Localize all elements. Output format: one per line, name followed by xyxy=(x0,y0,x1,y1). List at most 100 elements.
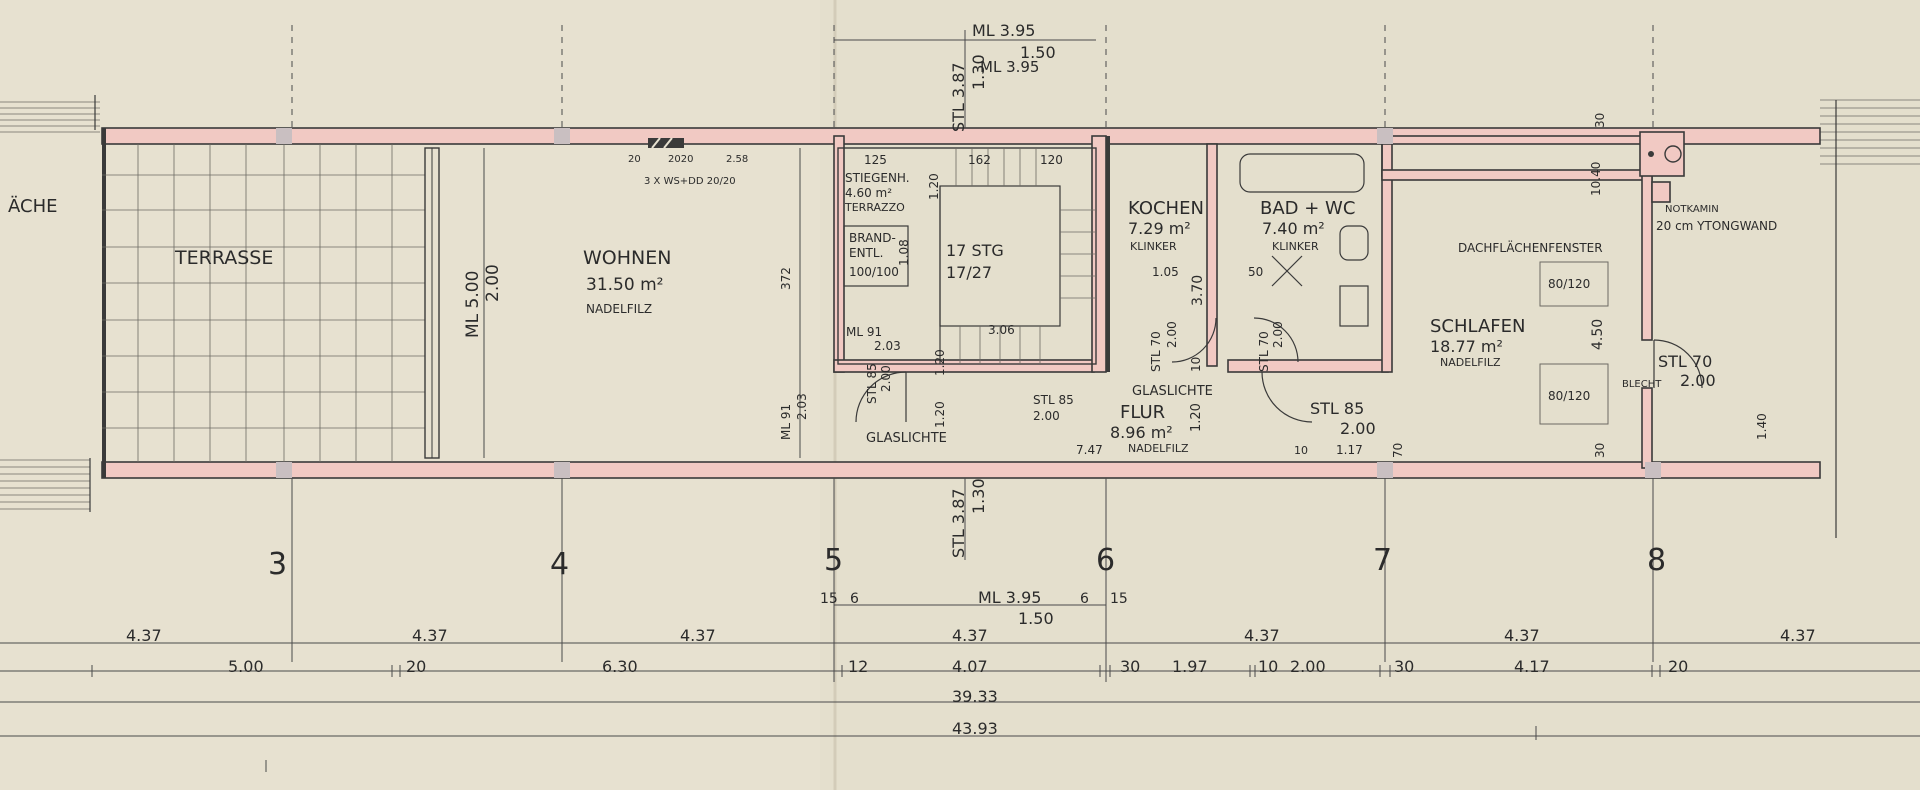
stl387-top-sub: 1.30 xyxy=(969,54,988,90)
blecht-label: BLECHT xyxy=(1622,379,1662,390)
ml500: ML 5.00 xyxy=(463,271,483,338)
dim-258: 2.58 xyxy=(726,154,748,165)
ml91-b-sub: 2.03 xyxy=(795,393,809,420)
room-schlafen-area: 18.77 m² xyxy=(1430,337,1503,356)
exterior-steps-right xyxy=(1820,99,1920,538)
room-bad-label: BAD + WC xyxy=(1260,198,1355,219)
row1-3: 4.37 xyxy=(952,626,988,645)
dachfenster-label: DACHFLÄCHENFENSTER xyxy=(1458,240,1603,255)
room-schlafen-label: SCHLAFEN xyxy=(1430,316,1525,337)
dim-120b: 1.20 xyxy=(927,173,941,200)
ml-bottom-sub: 1.50 xyxy=(1018,609,1054,628)
stl85-b-sub: 2.00 xyxy=(879,365,893,392)
room-schlafen-floor: NADELFILZ xyxy=(1440,356,1501,369)
dim-30b: 30 xyxy=(1593,443,1607,458)
dim-108: 1.08 xyxy=(897,239,911,266)
row1-2: 4.37 xyxy=(680,626,716,645)
row2-8: 2.00 xyxy=(1290,657,1326,676)
axis-5: 5 xyxy=(824,543,843,578)
stl387-top: STL 3.87 xyxy=(949,62,968,132)
axis-lines xyxy=(291,25,1654,682)
window-1-size: 80/120 xyxy=(1548,277,1590,291)
ytongwand-label: 20 cm YTONGWAND xyxy=(1656,219,1777,233)
dim-105: 1.05 xyxy=(1152,265,1179,279)
room-bad-floor: KLINKER xyxy=(1272,240,1319,253)
row2-2: 6.30 xyxy=(602,657,638,676)
window-2-size: 80/120 xyxy=(1548,389,1590,403)
stl70-a: STL 70 xyxy=(1658,352,1712,371)
row1-1: 4.37 xyxy=(412,626,448,645)
dim-10b: 10 xyxy=(1189,357,1203,372)
column-markers xyxy=(276,128,1661,478)
door-swings xyxy=(855,317,1703,423)
dimension-lines xyxy=(0,30,1920,737)
dim-20a: 20 xyxy=(628,154,641,165)
stair-ratio: 17/27 xyxy=(946,263,992,282)
row2-10: 4.17 xyxy=(1514,657,1550,676)
row2-5: 30 xyxy=(1120,657,1140,676)
dim-50: 50 xyxy=(1248,265,1263,279)
row2-3: 12 xyxy=(848,657,868,676)
dimension-ticks xyxy=(91,665,1661,772)
dim-162: 162 xyxy=(968,153,991,167)
vent-hatch xyxy=(648,137,684,149)
row2-7: 10 xyxy=(1258,657,1278,676)
dim-450: 4.50 xyxy=(1590,319,1606,350)
ml-bottom-6a: 6 xyxy=(850,591,859,607)
room-terrasse-label: TERRASSE xyxy=(174,247,273,269)
staircase xyxy=(837,147,1097,365)
axis-6: 6 xyxy=(1096,543,1115,578)
axis-4: 4 xyxy=(550,547,569,582)
row2-11: 20 xyxy=(1668,657,1688,676)
interior-walls xyxy=(833,131,1685,469)
ml-top-sub: 1.50 xyxy=(1020,43,1056,62)
left-fragment-label: ÄCHE xyxy=(8,196,57,217)
dim-10a: 10 xyxy=(1294,444,1308,457)
row2-0: 5.00 xyxy=(228,657,264,676)
stl85-a-sub: 2.00 xyxy=(1033,409,1060,423)
stl387-bottom-sub: 1.30 xyxy=(969,478,988,514)
row1-4: 4.37 xyxy=(1244,626,1280,645)
stl70-c-sub: 2.00 xyxy=(1271,321,1285,348)
glaslichte-1: GLASLICHTE xyxy=(866,431,947,446)
axis-3: 3 xyxy=(268,547,287,582)
dim-125: 125 xyxy=(864,153,887,167)
ml395-top: ML 3.95 xyxy=(980,58,1039,76)
stl387-bottom: STL 3.87 xyxy=(949,488,968,558)
ml500-sub: 2.00 xyxy=(483,264,503,302)
room-wohnen-label: WOHNEN xyxy=(583,247,671,269)
room-bad-area: 7.40 m² xyxy=(1262,219,1325,238)
ml-bottom-15b: 15 xyxy=(1110,591,1128,607)
room-stiegenhaus-label: STIEGENH. xyxy=(845,171,910,185)
room-flur-label: FLUR xyxy=(1120,402,1165,423)
brandentl-size: 100/100 xyxy=(849,265,899,279)
total-43-93: 43.93 xyxy=(952,719,998,738)
row2-1: 20 xyxy=(406,657,426,676)
room-stiegenhaus-area: 4.60 m² xyxy=(845,186,892,200)
terrace-tiles xyxy=(102,144,440,462)
room-stiegenhaus-floor: TERRAZZO xyxy=(844,201,905,214)
dim-120c: 1.20 xyxy=(933,401,947,428)
brandentl-line1: BRAND- xyxy=(849,231,896,245)
ml91-a-sub: 2.03 xyxy=(874,339,901,353)
stl85-c-sub: 2.00 xyxy=(1340,419,1376,438)
room-wohnen-area: 31.50 m² xyxy=(586,275,663,295)
dim-370: 3.70 xyxy=(1190,275,1206,306)
dim-70: 70 xyxy=(1391,443,1405,458)
row2-6: 1.97 xyxy=(1172,657,1208,676)
axis-7: 7 xyxy=(1373,543,1392,578)
dim-140: 1.40 xyxy=(1755,413,1769,440)
dim-120e: 1.20 xyxy=(933,349,947,376)
ml-bottom-6b: 6 xyxy=(1080,591,1089,607)
stl70-b: STL 70 xyxy=(1149,331,1163,372)
ml91-b: ML 91 xyxy=(779,404,793,440)
dim-306: 3.06 xyxy=(988,323,1015,337)
dim-30a: 30 xyxy=(1593,113,1607,128)
dim-372: 372 xyxy=(779,267,793,290)
room-flur-area: 8.96 m² xyxy=(1110,423,1173,442)
stl85-c: STL 85 xyxy=(1310,399,1364,418)
stl70-b-sub: 2.00 xyxy=(1165,321,1179,348)
dim-120d: 1.20 xyxy=(1189,403,1204,432)
row2-4: 4.07 xyxy=(952,657,988,676)
